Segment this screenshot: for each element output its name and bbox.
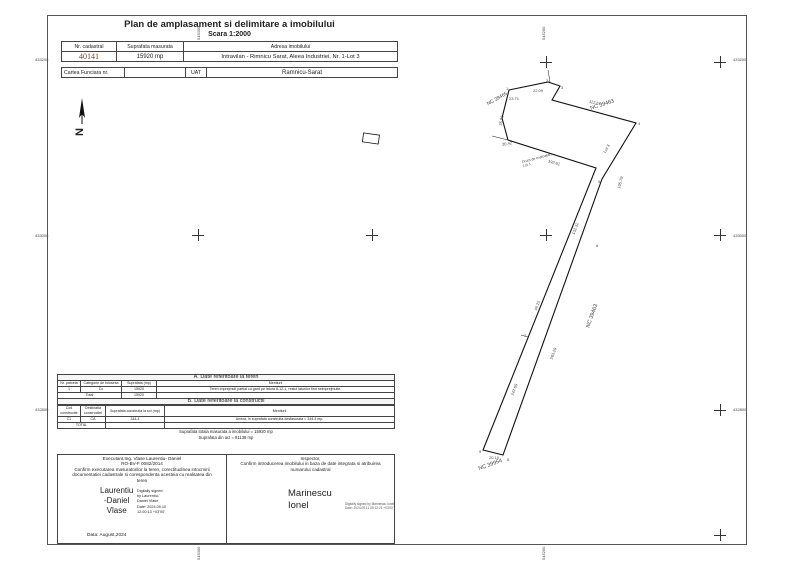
grid-cross (714, 404, 726, 416)
value-uat: Ramnicu-Sarat (206, 67, 398, 78)
point-label: 8 (507, 457, 510, 462)
point-label: 3 (561, 85, 564, 90)
executant-digital-signature: Digitally signed by Laurentiu- Daniel Vl… (137, 489, 167, 514)
coord-right-3: 432800 (733, 407, 747, 412)
point-label: 7 (524, 333, 527, 338)
dim: 20.10 (489, 455, 500, 460)
point-label: 2 (546, 78, 549, 83)
plan-date: Data: August,2024 (87, 533, 127, 538)
grid-cross (714, 229, 726, 241)
col-mentiuni: Mentiuni (164, 405, 395, 417)
col-categorie: Categorie de folosinta (80, 380, 122, 387)
plan-scale: Scara 1:2000 (208, 31, 251, 38)
point-label: 1 (506, 86, 509, 91)
executant-title: Executant,Ing. Vlase Laurentiu- Daniel (102, 456, 182, 461)
inspector-block: Inspector, Confirm introducerea imobilul… (227, 455, 394, 543)
dim: 23.71 (509, 96, 520, 101)
inspector-text: Confirm introducerea imobilului in baza … (240, 461, 381, 472)
building-c1 (361, 132, 380, 145)
data-tables: A. Date referitoare la teren Nr. parcela… (57, 374, 395, 440)
grid-cross (714, 529, 726, 541)
plan-header: Plan de amplasament si delimitare a imob… (61, 19, 398, 78)
col-destinatia: Destinatia constructiei (80, 405, 106, 417)
drawing-frame (47, 15, 747, 545)
executant-signature: Laurentiu -Daniel Vlase (100, 486, 134, 515)
cell (105, 422, 165, 429)
executant-reg: RO-BV-F 0082/2014 (121, 461, 163, 467)
point-label: 5 (598, 179, 601, 184)
table-b-title: B. Date referitoare la constructii (57, 398, 395, 405)
plan-title: Plan de amplasament si delimitare a imob… (124, 19, 335, 30)
coord-left-2: 433000 (35, 233, 49, 238)
executant-text: Confirm executarea masuratorilor la tere… (72, 466, 212, 483)
signature-block: Executant,Ing. Vlase Laurentiu- Daniel R… (57, 454, 395, 544)
parcel-boundary (482, 81, 637, 456)
inspector-signature: Marinescu Ionel (288, 488, 332, 511)
grid-cross (192, 229, 204, 241)
coord-left-3: 432800 (35, 407, 49, 412)
point-label: 4 (638, 121, 641, 126)
coord-right-2: 433000 (733, 233, 747, 238)
value-adresa: Intravilan - Rimnicu Sarat, Aleea Indust… (183, 51, 398, 62)
table-constructii: Cod constructie Destinatia constructiei … (57, 405, 395, 429)
col-cod: Cod constructie (57, 405, 81, 417)
cell (164, 422, 395, 429)
header-grid: Nr. cadastral Suprafata masurata Adresa … (61, 41, 398, 62)
summary-line-1: Suprafata totala masurata a imobilului =… (179, 429, 273, 434)
grid-cross (714, 56, 726, 68)
col-nr-parcela: Nr. parcela (57, 380, 81, 387)
total-label: TOTAL (57, 422, 106, 429)
inspector-title: Inspector, (300, 456, 321, 461)
header-grid-2: Cartea Funciara nr. UAT Ramnicu-Sarat (61, 67, 398, 78)
grid-cross (366, 229, 378, 241)
dim: 22.09 (533, 88, 544, 93)
table-teren: A. Date referitoare la teren Nr. parcela… (57, 374, 395, 405)
coord-right-1: 433200 (733, 57, 747, 62)
grid-cross (540, 56, 552, 68)
inspector-digital-signature: Digitally signed by Marinescu Ionel Date… (345, 502, 395, 510)
point-label: 9 (479, 449, 482, 454)
grid-cross (540, 229, 552, 241)
col-suprafata-sol: Suprafata construita la sol (mp) (105, 405, 165, 417)
executant-block: Executant,Ing. Vlase Laurentiu- Daniel R… (58, 455, 227, 543)
north-arrow-icon: N (70, 96, 94, 140)
summary-line-2: Suprafata din act = 91138 mp (198, 435, 254, 440)
coord-left-1: 433200 (35, 57, 49, 62)
point-label: 6 (596, 243, 599, 248)
